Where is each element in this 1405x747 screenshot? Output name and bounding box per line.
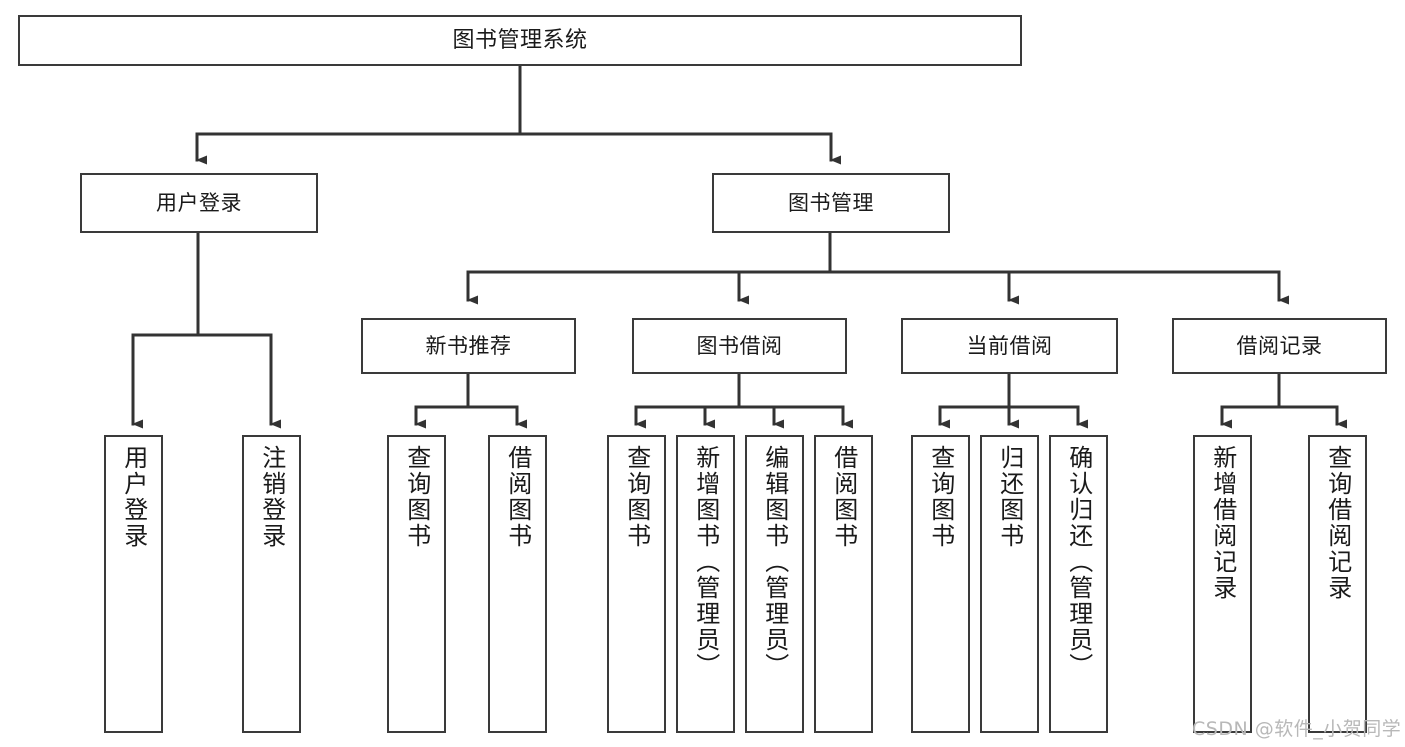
node-borrow-record[interactable]: 借阅记录 [1172,318,1387,374]
node-root-system[interactable]: 图书管理系统 [18,15,1022,66]
node-current-borrow-label: 当前借阅 [966,333,1053,358]
leaf-record-query[interactable]: 查询借阅记录 [1308,435,1367,733]
leaf-user-login-signin[interactable]: 用户登录 [104,435,163,733]
node-book-management[interactable]: 图书管理 [712,173,950,233]
leaf-borrow-add-book-admin-label: 新增图书（管理员） [691,445,720,679]
leaf-record-add-label: 新增借阅记录 [1208,445,1237,601]
node-new-book-recommend-label: 新书推荐 [425,333,512,358]
leaf-new-book-query-label: 查询图书 [402,445,431,549]
node-current-borrow[interactable]: 当前借阅 [901,318,1118,374]
leaf-current-confirm-return-admin[interactable]: 确认归还（管理员） [1049,435,1108,733]
node-user-login[interactable]: 用户登录 [80,173,318,233]
leaf-borrow-borrow-book-label: 借阅图书 [829,445,858,549]
leaf-current-query-book-label: 查询图书 [926,445,955,549]
leaf-new-book-borrow[interactable]: 借阅图书 [488,435,547,733]
node-root-system-label: 图书管理系统 [452,27,588,53]
node-user-login-label: 用户登录 [156,190,242,215]
leaf-user-login-signin-label: 用户登录 [119,445,148,549]
leaf-new-book-query[interactable]: 查询图书 [387,435,446,733]
leaf-borrow-add-book-admin[interactable]: 新增图书（管理员） [676,435,735,733]
leaf-current-return-book-label: 归还图书 [995,445,1024,549]
node-borrow-record-label: 借阅记录 [1236,333,1323,358]
leaf-record-add[interactable]: 新增借阅记录 [1193,435,1252,733]
node-new-book-recommend[interactable]: 新书推荐 [361,318,576,374]
leaf-borrow-edit-book-admin-label: 编辑图书（管理员） [760,445,789,679]
leaf-current-query-book[interactable]: 查询图书 [911,435,970,733]
leaf-borrow-query-book[interactable]: 查询图书 [607,435,666,733]
node-book-borrow[interactable]: 图书借阅 [632,318,847,374]
node-book-borrow-label: 图书借阅 [696,333,783,358]
leaf-current-return-book[interactable]: 归还图书 [980,435,1039,733]
leaf-record-query-label: 查询借阅记录 [1323,445,1352,601]
leaf-user-login-signout[interactable]: 注销登录 [242,435,301,733]
leaf-borrow-edit-book-admin[interactable]: 编辑图书（管理员） [745,435,804,733]
leaf-user-login-signout-label: 注销登录 [257,445,286,549]
leaf-new-book-borrow-label: 借阅图书 [503,445,532,549]
leaf-current-confirm-return-admin-label: 确认归还（管理员） [1064,445,1093,679]
leaf-borrow-query-book-label: 查询图书 [622,445,651,549]
leaf-borrow-borrow-book[interactable]: 借阅图书 [814,435,873,733]
csdn-watermark: CSDN @软件_小贺同学 [1192,718,1402,740]
node-book-management-label: 图书管理 [788,190,874,215]
